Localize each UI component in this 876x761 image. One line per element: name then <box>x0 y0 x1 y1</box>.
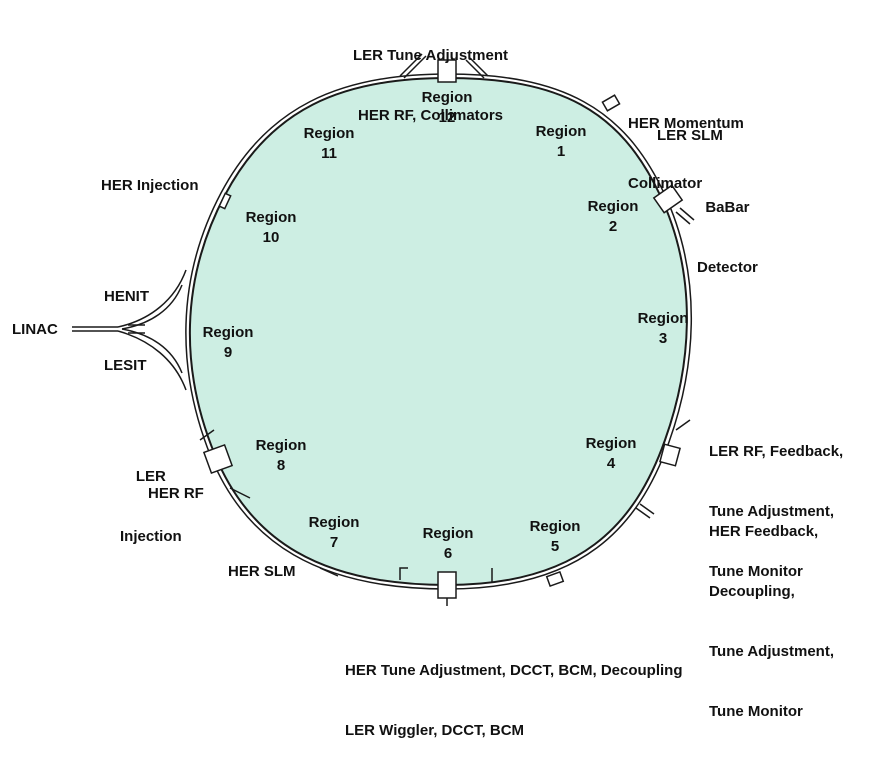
babar-detector <box>652 184 695 225</box>
region5-annotation-line2: Decoupling, <box>709 583 795 600</box>
lesit-label: LESIT <box>104 357 147 374</box>
region-number: 5 <box>550 538 560 555</box>
ler-injection-label: LER Injection <box>120 427 182 567</box>
injection-lines <box>72 269 187 391</box>
babar-line2: Detector <box>697 259 758 276</box>
top-annotation: LER Tune Adjustment HER RF, Collimators <box>353 6 508 146</box>
ler-injection-hardware <box>199 429 251 499</box>
region4-annotation-line2: Tune Adjustment, <box>709 503 834 520</box>
region-name: Region <box>535 123 587 140</box>
region-3: Region 3 <box>618 309 708 349</box>
region-7: Region 7 <box>289 513 379 553</box>
region-name: Region <box>529 518 581 535</box>
region-name: Region <box>585 435 637 452</box>
her-rf-label: HER RF <box>148 485 204 502</box>
region-4: Region 4 <box>566 434 656 474</box>
region5-annotation-line1: HER Feedback, <box>709 523 819 540</box>
region-name: Region <box>255 437 307 454</box>
region-number: 11 <box>321 145 337 162</box>
top-annotation-line2: HER RF, Collimators <box>357 107 504 124</box>
babar-label: BaBar Detector <box>697 158 758 298</box>
ler-injection-line2: Injection <box>120 528 182 545</box>
ler-slm-label: LER SLM <box>657 127 723 144</box>
region-number: 3 <box>658 330 668 347</box>
region4-annotation-line1: LER RF, Feedback, <box>709 443 844 460</box>
region-6: Region 6 <box>403 524 493 564</box>
region-2: Region 2 <box>568 197 658 237</box>
region-number: 1 <box>556 143 566 160</box>
her-injection-label: HER Injection <box>101 177 199 194</box>
her-momentum-line1: HER Momentum <box>628 115 744 132</box>
region-number: 10 <box>262 229 280 246</box>
region-number: 2 <box>608 218 618 235</box>
region-9: Region 9 <box>183 323 273 363</box>
region5-annotation: HER Feedback, Decoupling, Tune Adjustmen… <box>709 482 834 742</box>
region-name: Region <box>202 324 254 341</box>
henit-label: HENIT <box>104 288 149 305</box>
bottom-annotation-line2: LER Wiggler, DCCT, BCM <box>345 722 525 739</box>
region-name: Region <box>303 125 355 142</box>
region-name: Region <box>421 89 473 106</box>
her-injection-marker <box>218 192 232 210</box>
region-5: Region 5 <box>510 517 600 557</box>
region4-hardware <box>635 419 691 519</box>
region-8: Region 8 <box>236 436 326 476</box>
ler-injection-line1: LER <box>135 468 166 485</box>
region5-annotation-line3: Tune Adjustment, <box>709 643 834 660</box>
her-slm-marker <box>319 567 339 577</box>
region-name: Region <box>308 514 360 531</box>
her-momentum-line2: Collimator <box>628 175 703 192</box>
region4-annotation: LER RF, Feedback, Tune Adjustment, Tune … <box>709 402 843 602</box>
region-number: 4 <box>606 455 616 472</box>
linac-label: LINAC <box>12 321 58 338</box>
her-momentum-collimator-box <box>601 94 621 112</box>
region-name: Region <box>422 525 474 542</box>
babar-line1: BaBar <box>705 199 750 216</box>
top-annotation-line1: LER Tune Adjustment <box>353 47 508 64</box>
region-number: 6 <box>443 545 453 562</box>
her-momentum-collimator-label: HER Momentum Collimator <box>628 74 744 214</box>
bottom-annotation: HER Tune Adjustment, DCCT, BCM, Decoupli… <box>345 621 683 761</box>
region4-annotation-line3: Tune Monitor <box>709 563 803 580</box>
region-1: Region 1 <box>516 122 606 162</box>
region-name: Region <box>245 209 297 226</box>
region12-hardware <box>399 53 489 83</box>
region-10: Region 10 <box>226 208 316 248</box>
region-number: 8 <box>276 457 286 474</box>
region-name: Region <box>587 198 639 215</box>
her-slm-label: HER SLM <box>228 563 296 580</box>
ring-diagram <box>72 53 695 606</box>
region-number: 7 <box>329 534 339 551</box>
region-name: Region <box>637 310 689 327</box>
region-12: Region 12 <box>402 88 492 128</box>
region-11: Region 11 <box>284 124 374 164</box>
region5-annotation-line4: Tune Monitor <box>709 703 803 720</box>
region6-hardware <box>399 567 565 606</box>
bottom-annotation-line1: HER Tune Adjustment, DCCT, BCM, Decoupli… <box>345 662 683 679</box>
region-number: 12 <box>438 109 456 126</box>
region-number: 9 <box>223 344 233 361</box>
